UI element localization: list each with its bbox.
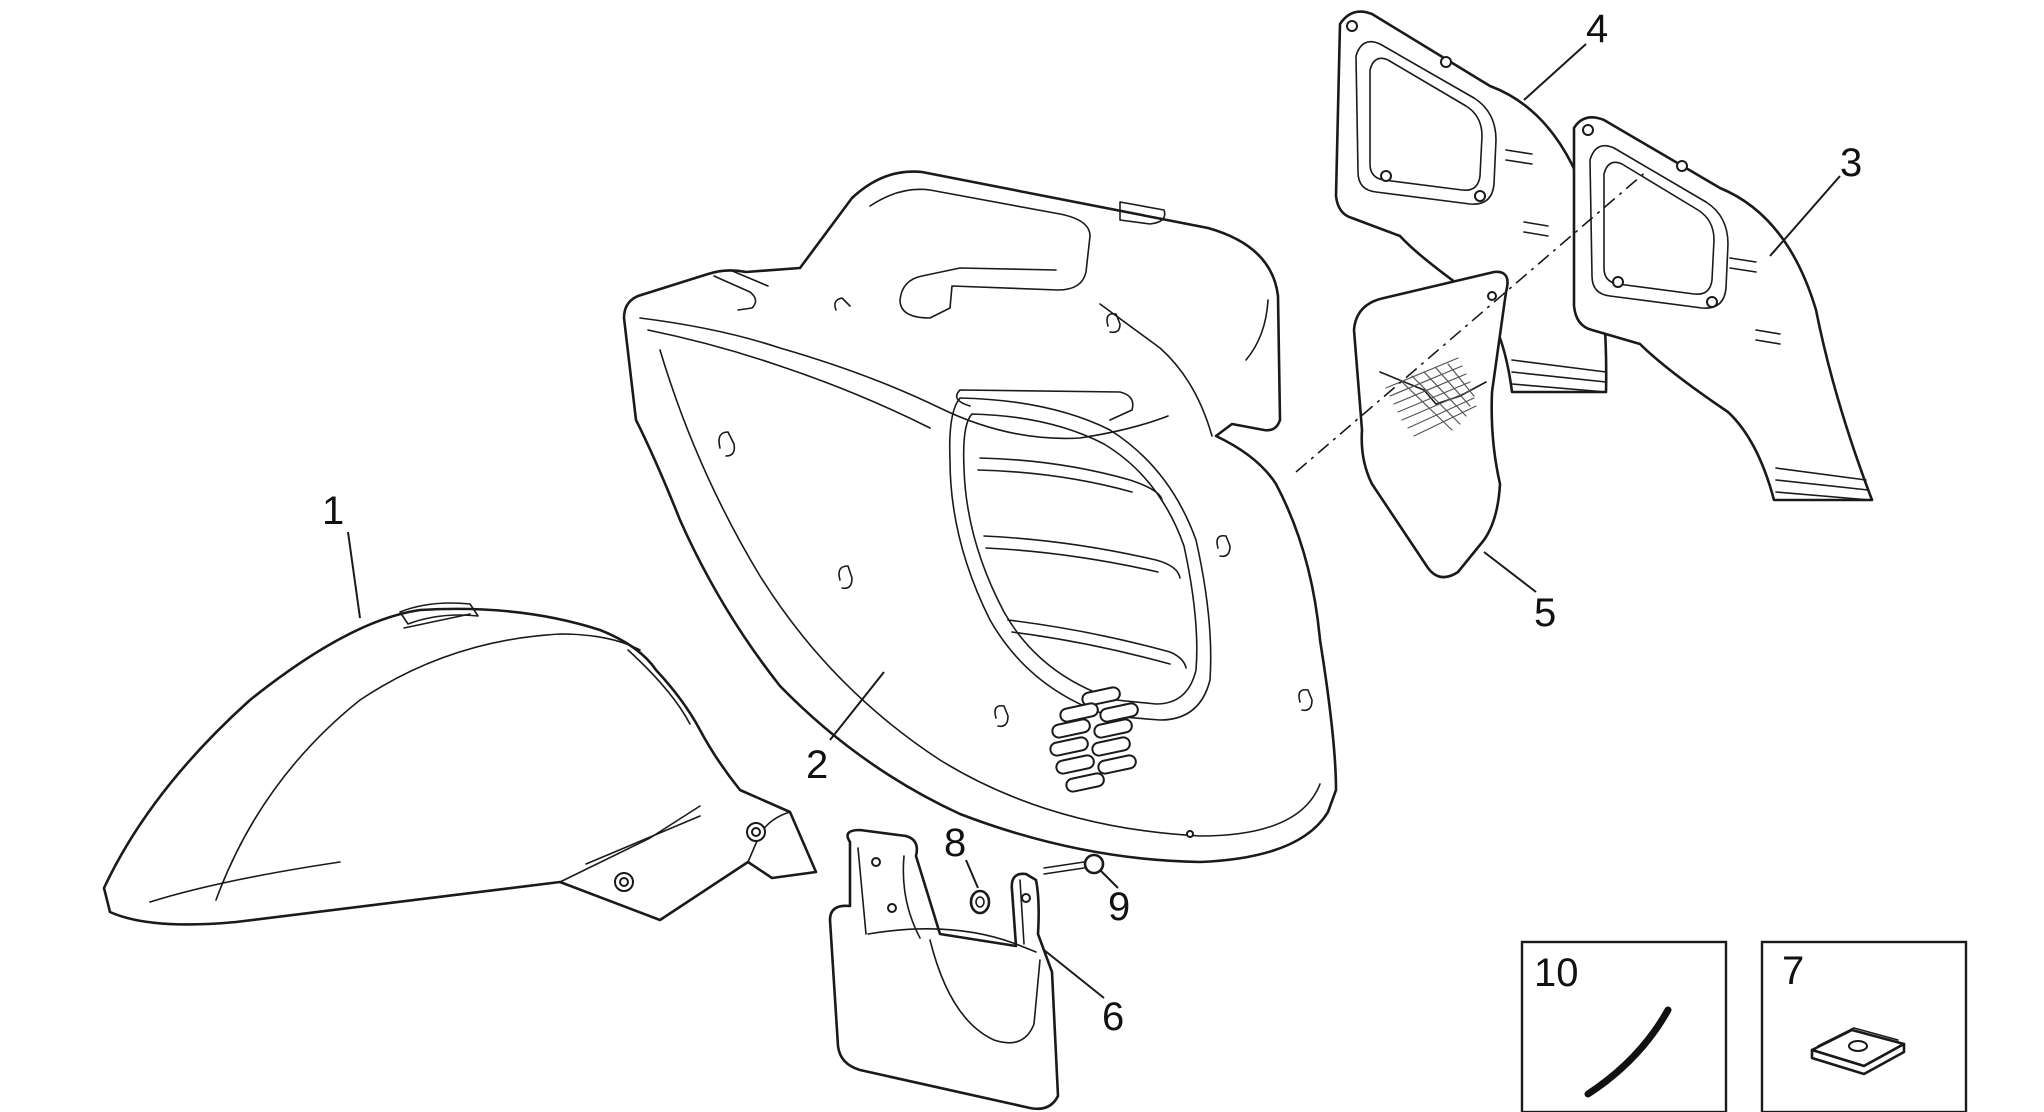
inset-box-part-10: 10 — [1520, 940, 1728, 1112]
label-part-9: 9 — [1108, 885, 1130, 929]
part-8-nut — [969, 889, 991, 915]
part-9-screw — [1043, 853, 1105, 875]
label-part-10: 10 — [1534, 951, 1579, 995]
label-part-6: 6 — [1102, 995, 1124, 1039]
part-1-front-mudguard — [102, 602, 818, 926]
label-part-1: 1 — [322, 489, 344, 533]
grille-mesh — [1385, 357, 1477, 437]
assembly-axis-line — [1295, 169, 1649, 473]
label-part-5: 5 — [1534, 591, 1556, 635]
label-part-3: 3 — [1840, 141, 1862, 185]
label-part-7: 7 — [1782, 949, 1804, 993]
label-part-2: 2 — [806, 743, 828, 787]
part-6-mud-flap — [828, 828, 1060, 1111]
part-2-leg-shield — [622, 170, 1338, 864]
label-part-4: 4 — [1586, 7, 1608, 51]
part-4-air-duct — [1334, 10, 1608, 394]
callout-numbers: 1 2 3 4 5 6 8 9 — [322, 7, 1862, 1039]
part-3-air-duct — [1572, 116, 1874, 502]
part-7-speed-clip — [1810, 1027, 1906, 1076]
part-10-trim-strip — [1584, 1006, 1672, 1098]
part-5-grille-panel — [1352, 270, 1509, 579]
inset-box-part-7: 7 — [1760, 940, 1968, 1112]
leader-lines — [347, 43, 1841, 999]
vent-slots — [1049, 686, 1139, 793]
label-part-8: 8 — [944, 821, 966, 865]
